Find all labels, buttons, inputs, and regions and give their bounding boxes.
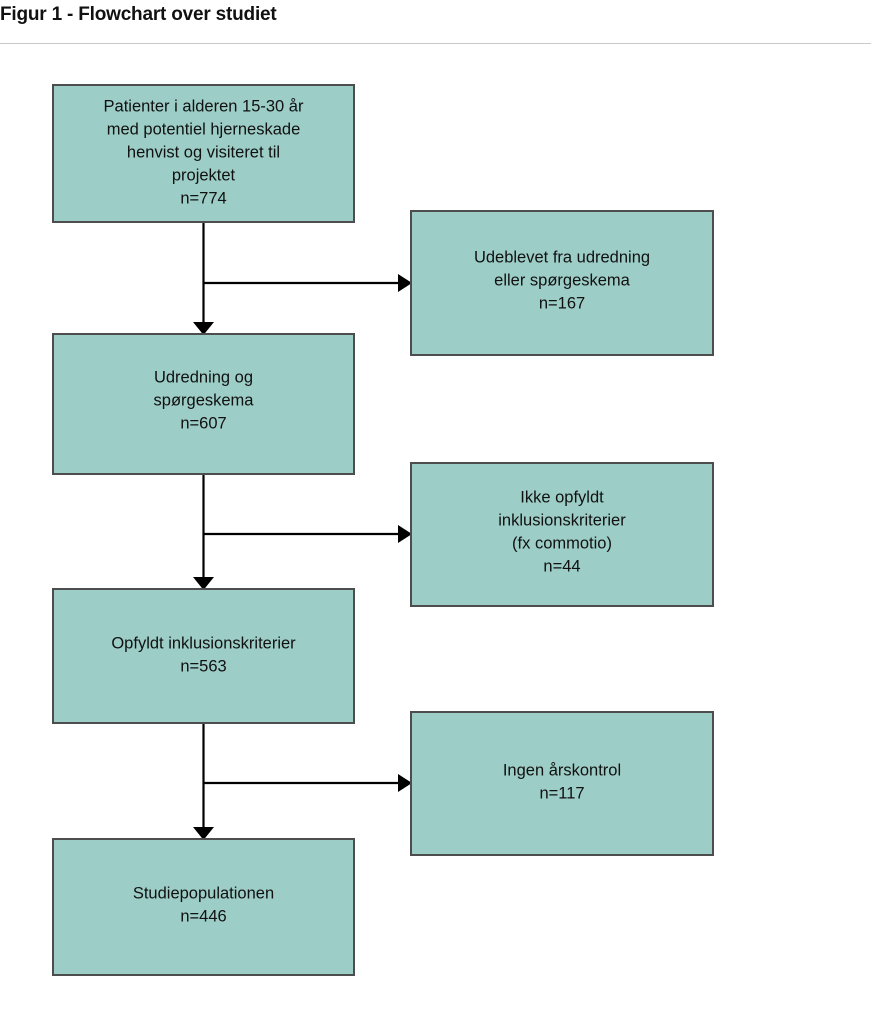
connector-assessment-to-inclusion-met bbox=[193, 474, 214, 590]
flow-node-criteria-not-met-line-2: inklusionskriterier bbox=[498, 511, 626, 529]
flow-node-no-show-count: n=167 bbox=[539, 294, 585, 312]
flow-node-referred-shape[interactable] bbox=[52, 84, 355, 223]
flow-node-no-show-shape[interactable] bbox=[410, 210, 714, 356]
flow-node-assessment-count: n=607 bbox=[180, 414, 226, 432]
flow-node-inclusion-met-shape[interactable] bbox=[52, 588, 355, 724]
flow-node-referred-line-3: henvist og visiteret til bbox=[127, 143, 280, 161]
flow-node-no-annual-control-line-1: Ingen årskontrol bbox=[503, 761, 621, 779]
flow-node-referred-line-1: Patienter i alderen 15-30 år bbox=[104, 97, 304, 115]
flow-node-study-population-count: n=446 bbox=[180, 907, 226, 925]
connector-inclusion-met-to-no-annual-control bbox=[203, 774, 412, 792]
flow-node-criteria-not-met-line-3: (fx commotio) bbox=[512, 534, 612, 552]
flow-node-referred-count: n=774 bbox=[180, 189, 226, 207]
flow-node-assessment-line-1: Udredning og bbox=[154, 368, 253, 386]
flow-node-assessment[interactable]: Udredning og spørgeskema n=607 bbox=[52, 333, 355, 475]
flow-node-no-show[interactable]: Udeblevet fra udredning eller spørgeskem… bbox=[410, 210, 714, 356]
flow-node-inclusion-met-count: n=563 bbox=[180, 657, 226, 675]
flow-node-no-show-line-1: Udeblevet fra udredning bbox=[474, 248, 650, 266]
flow-node-no-annual-control-shape[interactable] bbox=[410, 711, 714, 856]
flow-node-study-population[interactable]: Studiepopulationen n=446 bbox=[52, 838, 355, 976]
arrowhead-down-3 bbox=[193, 827, 214, 840]
flow-node-study-population-line-1: Studiepopulationen bbox=[133, 884, 274, 902]
flow-node-criteria-not-met-shape[interactable] bbox=[410, 462, 714, 607]
connector-referred-to-no-show bbox=[203, 274, 412, 292]
flow-node-inclusion-met[interactable]: Opfyldt inklusionskriterier n=563 bbox=[52, 588, 355, 724]
connector-referred-to-assessment bbox=[193, 222, 214, 335]
flow-node-referred-line-2: med potentiel hjerneskade bbox=[107, 120, 301, 138]
arrowhead-right-3 bbox=[398, 774, 412, 792]
flow-node-no-annual-control[interactable]: Ingen årskontrol n=117 bbox=[410, 711, 714, 856]
arrowhead-right-2 bbox=[398, 525, 412, 543]
flow-node-assessment-shape[interactable] bbox=[52, 333, 355, 475]
flow-node-criteria-not-met-line-1: Ikke opfyldt bbox=[520, 488, 604, 506]
flow-node-no-show-line-2: eller spørgeskema bbox=[494, 271, 631, 289]
flow-node-referred-line-4: projektet bbox=[172, 166, 236, 184]
connector-inclusion-met-to-study-population bbox=[193, 723, 214, 840]
flow-node-criteria-not-met-count: n=44 bbox=[543, 557, 580, 575]
arrowhead-down-2 bbox=[193, 577, 214, 590]
flow-node-referred[interactable]: Patienter i alderen 15-30 år med potenti… bbox=[52, 84, 355, 223]
flow-node-criteria-not-met[interactable]: Ikke opfyldt inklusionskriterier (fx com… bbox=[410, 462, 714, 607]
connector-assessment-to-criteria-not-met bbox=[203, 525, 412, 543]
flow-node-no-annual-control-count: n=117 bbox=[539, 784, 584, 802]
flow-node-inclusion-met-line-1: Opfyldt inklusionskriterier bbox=[111, 634, 296, 652]
title-divider bbox=[0, 43, 871, 44]
flow-node-study-population-shape[interactable] bbox=[52, 838, 355, 976]
arrowhead-down-1 bbox=[193, 322, 214, 335]
arrowhead-right-1 bbox=[398, 274, 412, 292]
figure-title: Figur 1 - Flowchart over studiet bbox=[0, 4, 277, 25]
flow-node-assessment-line-2: spørgeskema bbox=[154, 391, 255, 409]
